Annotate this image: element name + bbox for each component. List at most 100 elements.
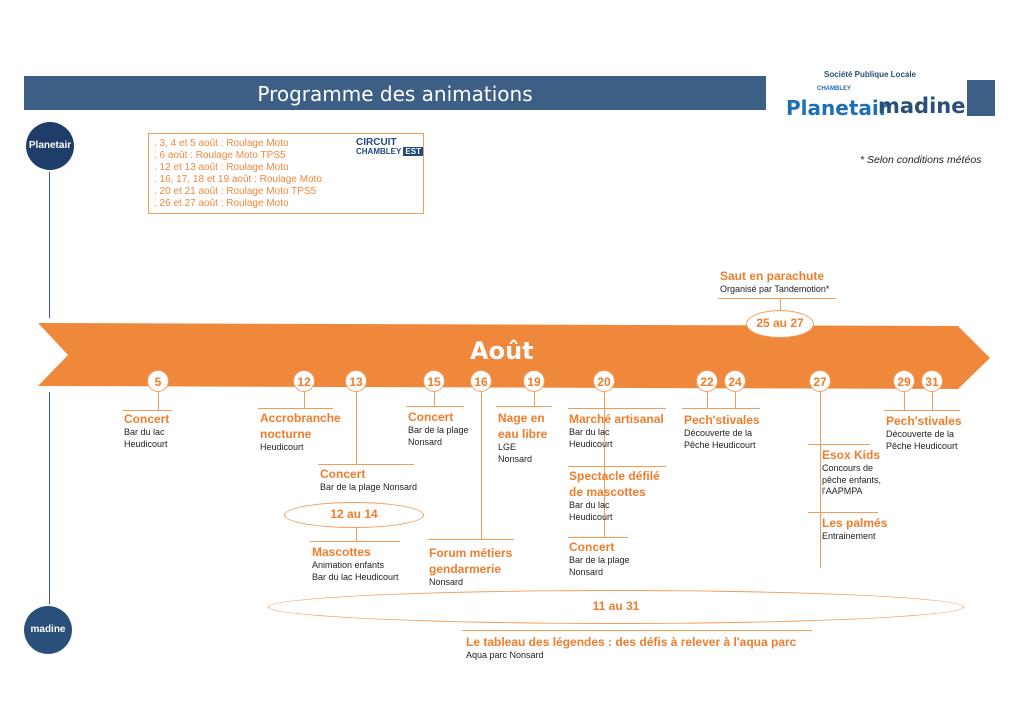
- org-label: Société Publique Locale: [823, 70, 917, 79]
- event-title: de mascottes: [569, 485, 646, 499]
- event-title: Esox Kids: [822, 448, 881, 462]
- event-accrobranche: Accrobranche nocturne Heudicourt: [260, 410, 341, 454]
- event-palmes: Les palmés Entrainement: [822, 515, 887, 543]
- event-detail: Bar de la plage: [569, 555, 630, 565]
- stem: [707, 392, 708, 408]
- event-title: Saut en parachute: [720, 269, 825, 283]
- event-title: nocturne: [260, 427, 312, 441]
- event-detail: Organisé par Tandemotion*: [720, 284, 830, 294]
- stem: [356, 527, 357, 541]
- day-31: 31: [921, 370, 943, 392]
- event-pechstivales-22: Pech'stivales Découverte de la Pêche Heu…: [684, 412, 760, 451]
- event-esox: Esox Kids Concours de pêche enfants, l'A…: [822, 447, 881, 498]
- hline: [568, 466, 666, 467]
- header-bar-end: [967, 80, 995, 116]
- event-detail: Nonsard: [429, 577, 464, 587]
- timeline-arrow-shape: [38, 323, 990, 389]
- event-title: Marché artisanal: [569, 412, 664, 426]
- planetair-logo-top: CHAMBLEY: [817, 86, 851, 92]
- event-detail: Concours de: [822, 463, 874, 473]
- stem: [158, 392, 159, 410]
- moto-schedule-box: [148, 133, 424, 214]
- hline: [568, 537, 628, 538]
- day-22: 22: [696, 370, 718, 392]
- event-detail: LGE: [498, 442, 517, 452]
- event-detail: Découverte de la: [684, 428, 753, 438]
- event-title: Concert: [320, 467, 366, 481]
- month-label: Août: [470, 337, 534, 365]
- stem: [534, 392, 535, 406]
- timeline-connector-top: [49, 172, 50, 318]
- circuit-logo-line2: CHAMBLEY: [356, 147, 402, 156]
- event-detail: Heudicourt: [124, 438, 168, 449]
- day-16: 16: [470, 370, 492, 392]
- madine-logo: madine: [878, 94, 966, 118]
- event-detail: Heudicourt: [569, 511, 613, 522]
- header-bar: [24, 76, 766, 110]
- range-11-31: 11 au 31: [268, 590, 964, 624]
- event-title: Forum métiers: [429, 546, 513, 560]
- stem: [735, 392, 736, 408]
- day-12: 12: [293, 370, 315, 392]
- hline: [682, 408, 760, 409]
- event-detail: pêche enfants,: [822, 474, 882, 485]
- hline: [406, 406, 464, 407]
- event-detail: Découverte de la: [886, 429, 955, 439]
- event-marche: Marché artisanal Bar du lac Heudicourt: [569, 411, 664, 450]
- range-25-27: 25 au 27: [746, 310, 814, 338]
- hline: [428, 539, 514, 540]
- event-concert-13: Concert Bar de la plage Nonsard: [320, 466, 417, 494]
- day-19: 19: [523, 370, 545, 392]
- event-detail: Nonsard: [569, 566, 604, 577]
- hline: [122, 410, 172, 411]
- event-concert-15: Concert Bar de la plage Nonsard: [408, 409, 469, 448]
- weather-note: * Selon conditions météos: [860, 154, 982, 166]
- event-title: Concert: [408, 410, 454, 424]
- event-detail: Heudicourt: [569, 438, 613, 449]
- event-detail: l'AAPMPA: [822, 486, 863, 496]
- circuit-logo: CIRCUIT CHAMBLEY EST: [356, 138, 423, 156]
- stem: [780, 298, 781, 310]
- event-detail: Bar du lac Heudicourt: [312, 571, 399, 582]
- hline: [718, 298, 836, 299]
- day-29: 29: [893, 370, 915, 392]
- event-detail: Bar de la plage Nonsard: [320, 482, 418, 492]
- hline: [808, 512, 878, 513]
- event-detail: Pêche Heudicourt: [886, 440, 958, 451]
- planetair-logo: Planetair: [786, 96, 889, 120]
- day-27: 27: [809, 370, 831, 392]
- timeline-connector-bottom: [49, 392, 50, 604]
- hline: [884, 410, 960, 411]
- event-detail: Aqua parc Nonsard: [466, 650, 544, 660]
- stem: [820, 392, 821, 568]
- stem: [904, 392, 905, 410]
- circuit-logo-tag: EST: [403, 147, 423, 156]
- event-mascottes: Mascottes Animation enfants Bar du lac H…: [312, 544, 399, 583]
- event-detail: Bar du lac: [569, 500, 610, 510]
- hline: [568, 408, 666, 409]
- event-detail: Bar du lac: [569, 427, 610, 437]
- event-title: Spectacle défilé: [569, 469, 660, 483]
- event-legendes: Le tableau des légendes : des défis à re…: [466, 634, 796, 662]
- day-13: 13: [345, 370, 367, 392]
- event-title: gendarmerie: [429, 562, 502, 576]
- range-12-14: 12 au 14: [284, 502, 424, 528]
- hline: [496, 406, 552, 407]
- page-title: Programme des animations: [257, 82, 533, 106]
- planetair-side-logo: Planetair: [26, 122, 74, 170]
- event-concert-20: Concert Bar de la plage Nonsard: [569, 539, 630, 578]
- event-title: Pech'stivales: [886, 414, 962, 428]
- day-15: 15: [423, 370, 445, 392]
- stem: [356, 392, 357, 464]
- event-spectacle: Spectacle défilé de mascottes Bar du lac…: [569, 468, 660, 523]
- event-detail: Heudicourt: [260, 442, 304, 452]
- event-title: Concert: [124, 412, 170, 426]
- event-detail: Bar du lac: [124, 427, 165, 437]
- hline: [318, 464, 414, 465]
- stem: [304, 392, 305, 408]
- event-title: Le tableau des légendes : des défis à re…: [466, 635, 797, 649]
- day-5: 5: [147, 370, 169, 392]
- event-nage: Nage en eau libre LGE Nonsard: [498, 410, 547, 465]
- circuit-logo-line1: CIRCUIT: [356, 137, 397, 148]
- hline: [258, 408, 333, 409]
